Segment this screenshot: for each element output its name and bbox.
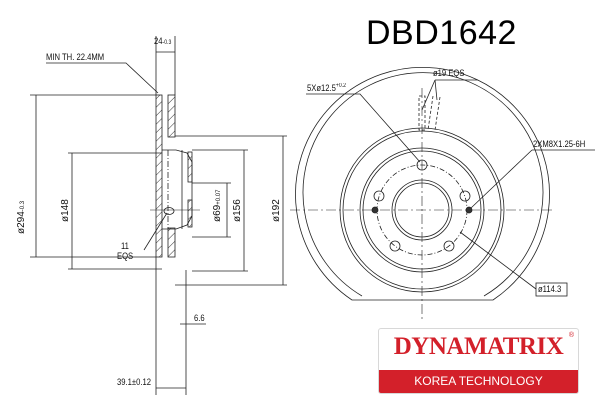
- registered-mark-icon: ®: [568, 332, 574, 339]
- center-bore-label: ø69+0.07: [212, 189, 223, 222]
- diameter-148-label: ø148: [60, 199, 71, 222]
- logo-tagline: KOREA TECHNOLOGY: [379, 370, 578, 393]
- hat-thickness-label: 6.6: [194, 313, 205, 323]
- logo-brand-name: DYNAMATRIX: [393, 333, 564, 360]
- part-number-title: DBD1642: [366, 14, 517, 52]
- vent-label: ø19 EQS: [433, 68, 465, 78]
- disc-thickness-label: 24-0.3: [154, 36, 171, 46]
- diameter-156-label: ø156: [232, 199, 243, 222]
- bolt-holes-label: 5Xø12.5+0.2: [307, 83, 347, 93]
- front-view: [290, 66, 595, 322]
- diameter-192-label: ø192: [271, 199, 282, 222]
- disc-thickness-tolerance: -0.3: [162, 40, 172, 46]
- vent-holes-note: EQS: [117, 251, 134, 261]
- side-section-view: [30, 36, 287, 395]
- disc-thickness-value: 24: [154, 36, 163, 46]
- threaded-holes-label: 2XM8X1.25-6H: [533, 139, 586, 149]
- vent-holes-count: 11: [121, 241, 129, 251]
- pcd-label: ø114.3: [538, 284, 562, 294]
- min-thickness-label: MIN TH. 22.4MM: [46, 52, 105, 62]
- total-height-label: 39.1±0.12: [117, 377, 151, 387]
- dynamatrix-logo: DYNAMATRIX ® KOREA TECHNOLOGY: [378, 328, 579, 394]
- outer-diameter-label: ø294-0.3: [16, 200, 27, 234]
